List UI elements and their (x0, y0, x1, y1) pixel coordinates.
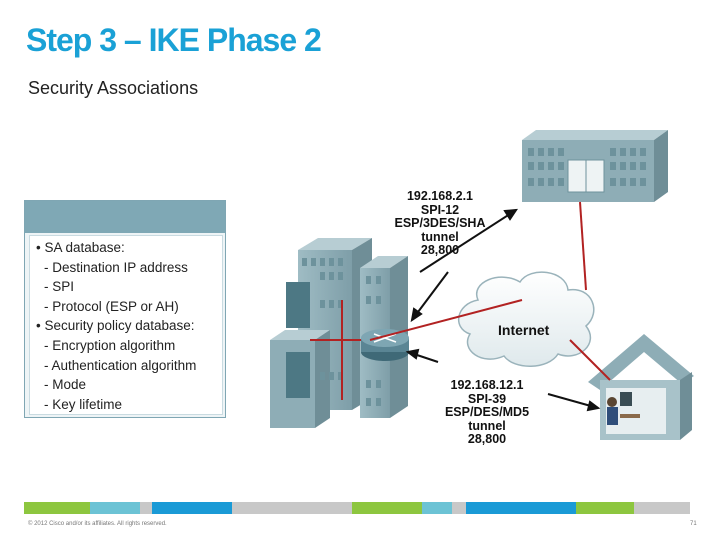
sa-arrowhead (410, 307, 423, 323)
footer-bar-segment (216, 502, 232, 514)
tunnel-link (569, 339, 611, 381)
sa-panel-line: - Authentication algorithm (44, 357, 197, 373)
sa-label-bottom: 192.168.12.1 SPI-39 ESP/DES/MD5 tunnel 2… (444, 378, 530, 446)
sa-arrowhead (503, 208, 518, 221)
footer-bar-segment (90, 502, 140, 514)
site-b-building (522, 130, 668, 202)
footer-bar-segment (140, 502, 152, 514)
slide-title: Step 3 – IKE Phase 2 (26, 22, 322, 58)
sa-arrowhead (405, 348, 420, 360)
router-icon (361, 329, 409, 361)
sa-arrowhead (586, 400, 601, 412)
sa-panel-line: - Mode (44, 377, 87, 393)
footer-color-bar (24, 502, 690, 514)
sa-arrow (419, 209, 517, 273)
site-c-house (588, 334, 694, 440)
internet-cloud (457, 271, 595, 367)
footer-bar-segment (152, 502, 216, 514)
sa-panel-line: - Key lifetime (44, 396, 123, 412)
tunnel-link (579, 201, 587, 291)
footer-bar-segment (634, 502, 690, 514)
tunnel-link (369, 299, 523, 341)
sa-panel-line: - SPI (44, 279, 75, 295)
footer-bar-segment (68, 502, 90, 514)
ipsec-diagram (270, 130, 694, 440)
slide-subtitle: Security Associations (28, 78, 199, 98)
footer-bar-segment (24, 502, 68, 514)
sa-label-top: 192.168.2.1 SPI-12 ESP/3DES/SHA tunnel 2… (394, 189, 486, 257)
sa-panel-line: - Destination IP address (44, 259, 188, 275)
page-number: 71 (690, 521, 697, 527)
footer-bar-segment (422, 502, 452, 514)
footer-bar-segment (576, 502, 634, 514)
footer-bar-segment (466, 502, 576, 514)
footer-bar-segment (232, 502, 352, 514)
internet-label: Internet (498, 322, 550, 338)
sa-panel-line: • Security policy database: (36, 318, 195, 334)
sa-panel-line: - Protocol (ESP or AH) (44, 298, 179, 314)
sa-panel-line: - Encryption algorithm (44, 337, 176, 353)
sa-panel-body: • SA database: - Destination IP address - … (29, 235, 223, 415)
sa-panel-line: • SA database: (36, 240, 125, 255)
copyright-text: © 2012 Cisco and/or its affiliates. All … (28, 521, 167, 527)
sa-panel-header (25, 201, 225, 233)
footer-bar-segment (352, 502, 422, 514)
sa-info-panel: • SA database: - Destination IP address - … (24, 200, 226, 418)
footer-bar-segment (452, 502, 466, 514)
